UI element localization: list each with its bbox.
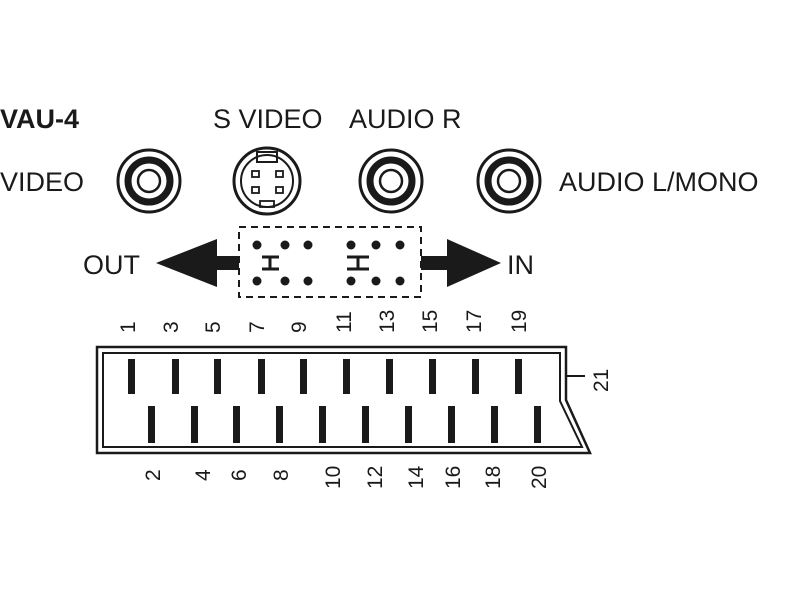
video-label: VIDEO: [0, 167, 84, 197]
s-video-jack: [232, 146, 302, 216]
out-arrow-icon: [156, 239, 239, 287]
scart-pin: [319, 406, 326, 443]
scart-pin: [515, 359, 522, 394]
s-video-label: S VIDEO: [213, 104, 323, 134]
scart-pin: [214, 359, 221, 394]
pin-label-top: 7: [246, 321, 269, 333]
scart-pin: [343, 359, 350, 394]
scart-pin: [148, 406, 155, 443]
pin-label-top: 19: [508, 310, 531, 333]
pin-label-bottom: 8: [270, 469, 293, 481]
pin-label-bottom: 14: [405, 465, 428, 489]
scart-pin: [258, 359, 265, 394]
scart-pin: [362, 406, 369, 443]
scart-connector: [95, 345, 592, 455]
scart-pin: [491, 406, 498, 443]
pin-label-bottom: 16: [442, 466, 465, 489]
scart-pin: [128, 359, 135, 394]
jumper-block: [238, 226, 422, 298]
pin-label-bottom: 20: [528, 466, 551, 489]
pin-label-top: 9: [288, 321, 311, 333]
scart-top-pins: [128, 359, 522, 394]
pin-label-bottom: 12: [364, 466, 387, 489]
pin-label-top: 11: [333, 311, 356, 333]
pin-label-bottom: 2: [142, 469, 165, 481]
scart-bottom-pins: [148, 406, 541, 443]
pin-label-bottom: 10: [322, 466, 345, 489]
pin-label-top: 1: [117, 321, 140, 333]
scart-pin: [233, 406, 240, 443]
pin-label-top: 17: [463, 310, 486, 333]
scart-pin: [191, 406, 198, 443]
pin-label-bottom: 6: [228, 469, 251, 481]
pin-label-top: 13: [376, 310, 399, 333]
scart-pin: [429, 359, 436, 394]
pin-label-top: 15: [419, 310, 442, 333]
pin-label-side: 21: [590, 369, 613, 392]
pin-label-bottom: 18: [482, 466, 505, 489]
scart-pin: [405, 406, 412, 443]
scart-pin: [276, 406, 283, 443]
scart-pin: [448, 406, 455, 443]
audio-r-label: AUDIO R: [349, 104, 462, 134]
audio-r-rca-jack: [358, 148, 424, 214]
scart-pin: [172, 359, 179, 394]
audio-l-mono-label: AUDIO L/MONO: [559, 167, 759, 197]
video-rca-jack: [116, 148, 182, 214]
in-arrow-icon: [421, 239, 501, 287]
pin-label-bottom: 4: [192, 469, 215, 481]
model-title: VAU-4: [0, 104, 79, 134]
out-label: OUT: [83, 250, 140, 280]
pin-label-top: 5: [202, 321, 225, 333]
scart-pin: [534, 406, 541, 443]
scart-pin: [386, 359, 393, 394]
in-label: IN: [507, 250, 534, 280]
audio-l-mono-rca-jack: [476, 148, 542, 214]
scart-pin: [300, 359, 307, 394]
scart-pin: [472, 359, 479, 394]
pin-label-top: 3: [160, 321, 183, 333]
